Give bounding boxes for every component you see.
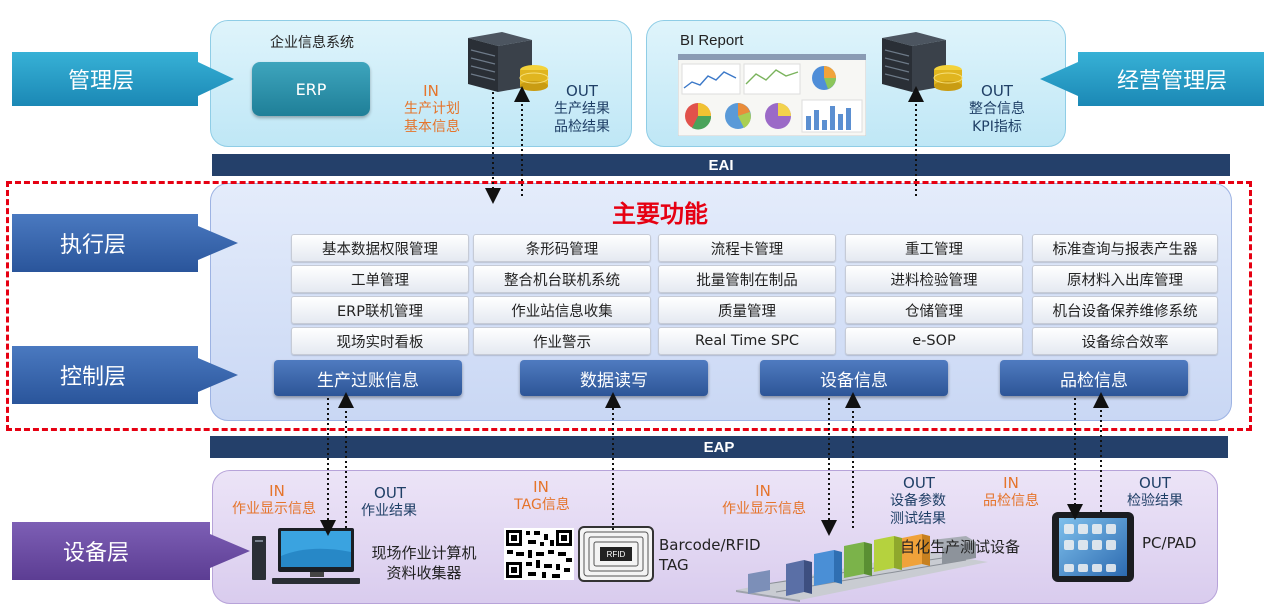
- pad-caption: PC/PAD: [1142, 534, 1197, 552]
- tag-in-item: TAG信息: [514, 497, 570, 513]
- func-station-info: 作业站信息收集: [473, 296, 651, 324]
- line-out-item-2: 测试结果: [890, 511, 946, 527]
- pc-in-item: 作业显示信息: [232, 501, 316, 517]
- management-layer-label: 管理层: [67, 69, 134, 94]
- tl-in-item-2: 基本信息: [404, 119, 460, 135]
- line-out-label: OUT: [903, 474, 935, 492]
- func-quality: 质量管理: [658, 296, 836, 324]
- ctrl-production-posting: 生产过账信息: [274, 360, 462, 396]
- pad-out-label: OUT: [1139, 474, 1171, 492]
- func-machine-integration: 整合机台联机系统: [473, 265, 651, 293]
- func-job-alert: 作业警示: [473, 327, 651, 355]
- func-batch-wip: 批量管制在制品: [658, 265, 836, 293]
- func-warehouse: 仓储管理: [845, 296, 1023, 324]
- rfid-tag-icon: RFID: [578, 526, 654, 582]
- func-maintenance: 机台设备保养维修系统: [1032, 296, 1218, 324]
- tl-out-item-2: 品检结果: [554, 119, 610, 135]
- pc-caption-1: 现场作业计算机: [371, 544, 477, 562]
- equipment-layer-label: 设备层: [62, 541, 129, 566]
- line-caption: 自化生产测试设备: [900, 538, 1021, 556]
- tl-in-item-1: 生产计划: [404, 101, 460, 117]
- func-work-order: 工单管理: [291, 265, 469, 293]
- eap-bus: EAP: [210, 436, 1228, 458]
- main-functions-dashed-frame: [6, 181, 1252, 431]
- tl-out-label: OUT: [566, 82, 598, 100]
- func-material-inout: 原材料入出库管理: [1032, 265, 1218, 293]
- tablet-icon: [1052, 512, 1134, 582]
- equipment-layer-arrow: 设备层: [12, 520, 250, 582]
- func-barcode: 条形码管理: [473, 234, 651, 262]
- tr-out-item-1: 整合信息: [969, 101, 1025, 117]
- server-database-icon: [468, 32, 549, 92]
- enterprise-system-title: 企业信息系统: [270, 35, 354, 51]
- pad-out-item: 检验结果: [1127, 493, 1183, 509]
- func-live-board: 现场实时看板: [291, 327, 469, 355]
- line-in-item: 作业显示信息: [722, 501, 806, 517]
- execution-layer-label: 执行层: [59, 233, 126, 258]
- func-erp-online: ERP联机管理: [291, 296, 469, 324]
- func-incoming-inspection: 进料检验管理: [845, 265, 1023, 293]
- tr-out-label: OUT: [981, 82, 1013, 100]
- line-out-item-1: 设备参数: [890, 493, 946, 509]
- func-rework: 重工管理: [845, 234, 1023, 262]
- management-layer-arrow: 管理层: [12, 48, 234, 110]
- pc-out-label: OUT: [374, 484, 406, 502]
- ctrl-equipment-info: 设备信息: [760, 360, 948, 396]
- production-line-icon: [736, 534, 988, 602]
- computer-icon: [252, 528, 360, 584]
- pad-in-item: 品检信息: [983, 493, 1039, 509]
- qr-code-icon: [504, 528, 574, 580]
- func-realtime-spc: Real Time SPC: [658, 327, 836, 355]
- tr-out-item-2: KPI指标: [972, 119, 1022, 135]
- eai-bus: EAI: [212, 154, 1230, 176]
- business-layer-label: 经营管理层: [1116, 69, 1227, 94]
- bi-server-database-icon: [882, 32, 963, 92]
- rfid-chip-label: RFID: [607, 550, 626, 559]
- control-layer-arrow: 控制层: [12, 344, 238, 406]
- control-layer-label: 控制层: [59, 365, 126, 390]
- business-layer-arrow: 经营管理层: [1040, 48, 1264, 110]
- tag-caption-1: Barcode/RFID: [659, 536, 761, 554]
- func-process-card: 流程卡管理: [658, 234, 836, 262]
- pad-in-label: IN: [1003, 474, 1019, 492]
- tag-in-label: IN: [533, 478, 549, 496]
- func-oee: 设备综合效率: [1032, 327, 1218, 355]
- line-in-label: IN: [755, 482, 771, 500]
- func-esop: e-SOP: [845, 327, 1023, 355]
- pc-out-item: 作业结果: [361, 503, 417, 519]
- pc-caption-2: 资料收集器: [386, 564, 462, 582]
- tl-in-label: IN: [423, 82, 439, 100]
- equipment-panel: [212, 470, 1218, 604]
- tl-out-item-1: 生产结果: [554, 101, 610, 117]
- bi-report-title: BI Report: [680, 32, 744, 49]
- execution-layer-arrow: 执行层: [12, 212, 238, 274]
- bi-dashboard-thumbnail: [678, 54, 866, 136]
- erp-box: ERP: [252, 62, 370, 116]
- tag-caption-2: TAG: [659, 556, 689, 574]
- main-functions-title: 主要功能: [612, 200, 708, 228]
- ctrl-data-readwrite: 数据读写: [520, 360, 708, 396]
- func-report-generator: 标准查询与报表产生器: [1032, 234, 1218, 262]
- func-basic-data-permission: 基本数据权限管理: [291, 234, 469, 262]
- ctrl-inspection-info: 品检信息: [1000, 360, 1188, 396]
- pc-in-label: IN: [269, 482, 285, 500]
